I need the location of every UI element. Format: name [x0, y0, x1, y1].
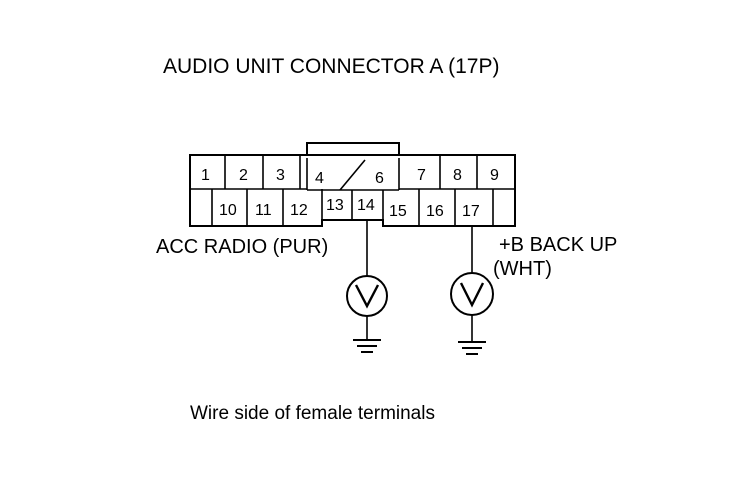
pin-7: 7: [417, 167, 426, 184]
pin-8: 8: [453, 167, 462, 184]
pin-14: 14: [357, 197, 375, 214]
blank-cavity-mark: [339, 159, 366, 191]
connector-body: [189, 142, 516, 227]
pin-1: 1: [201, 167, 210, 184]
pin-15: 15: [389, 203, 407, 220]
probe-right: [450, 226, 494, 355]
diagram-caption: Wire side of female terminals: [190, 403, 435, 424]
diagram-title: AUDIO UNIT CONNECTOR A (17P): [163, 55, 499, 78]
ground-icon: [353, 339, 381, 353]
wht-label: (WHT): [493, 258, 552, 280]
pin-16: 16: [426, 203, 444, 220]
voltmeter-icon: [346, 275, 388, 317]
pin-12: 12: [290, 202, 308, 219]
ground-icon: [458, 341, 486, 355]
pin-13: 13: [326, 197, 344, 214]
pin-9: 9: [490, 167, 499, 184]
pin-17: 17: [462, 203, 480, 220]
pin-6: 6: [375, 170, 384, 187]
acc-radio-label: ACC RADIO (PUR): [156, 236, 328, 258]
pin-2: 2: [239, 167, 248, 184]
pin-11: 11: [255, 202, 272, 219]
pin-10: 10: [219, 202, 237, 219]
voltmeter-icon: [450, 272, 494, 316]
pin-3: 3: [276, 167, 285, 184]
probe-left: [346, 220, 388, 353]
b-backup-label: +B BACK UP: [499, 234, 617, 256]
pin-4: 4: [315, 170, 324, 187]
